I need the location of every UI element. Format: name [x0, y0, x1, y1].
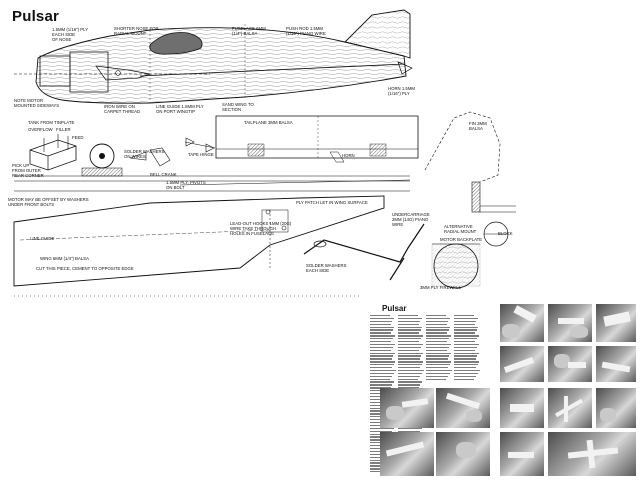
fuselage-former-sketch: [471, 181, 516, 247]
label-block: BLOCK: [498, 231, 513, 236]
fin-pattern: [424, 111, 501, 183]
label-solder-washers-wires: SOLDER WASHERS ON WIRES: [124, 149, 165, 159]
label-sand-wing: SAND WING TO SECTION: [222, 102, 254, 112]
label-pick-up: PICK UP FROM OUTER REAR CORNER: [12, 163, 44, 178]
photo-icon: [380, 432, 434, 476]
label-bell-crank: BELL CRANK: [150, 172, 177, 177]
wheel-and-bellcrank: [14, 137, 411, 192]
photo-icon: [500, 388, 544, 428]
label-horn-small: HORN: [342, 153, 355, 158]
label-ply-patch: PLY PATCH LET IN WING SURFACE: [296, 200, 368, 205]
magazine-article: Pulsar: [368, 300, 638, 478]
plan-title: Pulsar: [12, 8, 60, 25]
label-ply-firewall: 3mm PLY FIREWALL: [420, 285, 461, 290]
label-undercarriage: UNDERCARRIAGE 2mm (14G) PIANO WIRE: [392, 212, 430, 227]
wing-plan: [13, 195, 385, 297]
photo-icon: [500, 304, 544, 342]
label-bell-crank-ply: 1.5mm PLY, PIVOTS ON BOLT: [166, 180, 206, 190]
radial-mount-detail: [431, 243, 481, 289]
label-ply-each-side: 1.5mm (1/16") PLY EACH SIDE OF NOSE: [52, 27, 89, 42]
label-iron-wire: IRON WIRE ON CARPET THREAD: [104, 104, 141, 114]
label-filler: FILLER: [56, 127, 71, 132]
label-fuselage: FUSELAGE 6mm (1/4") BALSA: [232, 26, 266, 36]
label-lead-out: LEAD-OUT HOOKS 1mm (20G) WIRE TAKE THROU…: [230, 221, 292, 236]
photo-icon: [380, 388, 434, 428]
label-fin: FIN 3mm BALSA: [469, 121, 487, 131]
label-shorter-nose: SHORTER NOSE FOR RADIAL MOUNT: [114, 26, 159, 36]
label-line-guide: LINE GUIDE 1.5mm PLY ON PORT WINGTIP: [156, 104, 204, 114]
label-wing: WING 6mm (1/4") BALSA: [40, 256, 90, 261]
photo-icon: [436, 388, 490, 428]
photo-icon: [596, 388, 636, 428]
label-note-motor: NOTE MOTOR MOUNTED SIDEWAYS: [14, 98, 60, 108]
label-solder-washers-side: SOLDER WASHERS EACH SIDE: [306, 263, 347, 273]
label-motor-backplate: MOTOR BACKPLATE: [440, 237, 483, 242]
photo-icon: [548, 432, 636, 476]
label-line-guide-2: LINE GUIDE: [30, 236, 55, 241]
label-push-rod: PUSH ROD 1.5mm (1/16") PIANO WIRE: [286, 26, 326, 36]
undercarriage-wire: [303, 223, 425, 281]
label-overflow: OVERFLOW: [28, 127, 53, 132]
photo-icon: [500, 432, 544, 476]
photo-icon: [436, 432, 490, 476]
article-text-column-4: [454, 315, 480, 383]
label-tank: TANK FROM TINPLATE: [28, 120, 75, 125]
label-feed: FEED: [72, 135, 84, 140]
plan-drawing: Pulsar: [8, 8, 516, 297]
photo-icon: [596, 304, 636, 342]
photo-icon: [548, 388, 592, 428]
label-horn: HORN 1.5mm (1/16") PLY: [388, 86, 415, 96]
article-title: Pulsar: [382, 304, 407, 313]
photo-icon: [548, 346, 592, 382]
tailplane-plan: [215, 115, 419, 163]
photo-icon: [596, 346, 636, 382]
label-motor-offset: MOTOR MAY BE OFFSET BY WASHERS UNDER FRO…: [8, 197, 89, 207]
photo-icon: [500, 346, 544, 382]
article-text-column-3: [426, 315, 452, 383]
label-tailplane: TAILPLANE 3mm BALSA: [244, 120, 293, 125]
plan-line-art: [13, 9, 516, 297]
label-tape-hinge: TAPE HINGE: [188, 152, 214, 157]
label-alt-radial: ALTERNATIVE RADIAL MOUNT: [444, 224, 477, 234]
fuselage-side-view: [14, 9, 413, 104]
photo-icon: [548, 304, 592, 342]
fuel-tank-sketch: [29, 134, 77, 171]
label-cut-piece: CUT THIS PIECE, CEMENT TO OPPOSITE EDGE: [36, 266, 134, 271]
